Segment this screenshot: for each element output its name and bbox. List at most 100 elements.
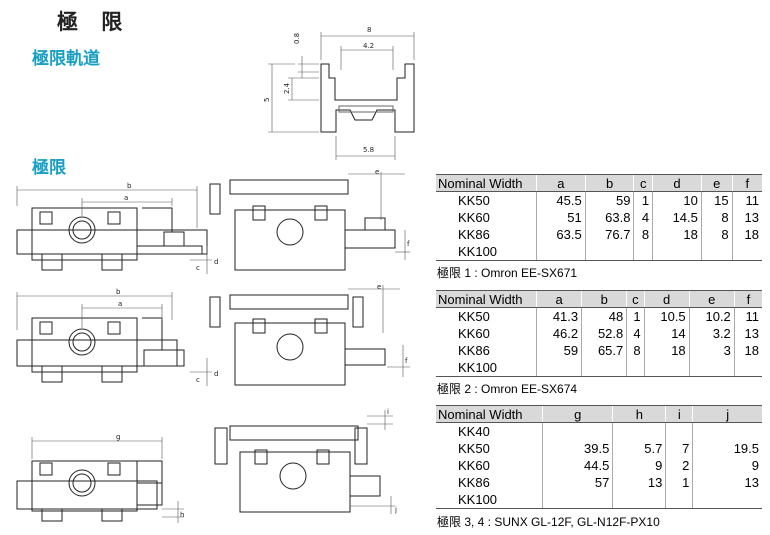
rail-dim-bottom: 5.8 <box>363 146 374 154</box>
table-header: d <box>652 174 702 192</box>
table-header: c <box>626 290 645 308</box>
limit3-end-drawing: i j <box>214 408 397 514</box>
rail-dim-depth: 0.8 <box>293 33 301 44</box>
table-cell: 11 <box>731 191 762 209</box>
rail-dim-slot: 2.4 <box>283 82 291 94</box>
table-cell: 48 <box>581 307 627 325</box>
table-cell <box>536 243 586 261</box>
table-cell: 2 <box>665 457 693 474</box>
table-row: KK50 41.3 48 1 10.5 10.2 11 <box>436 307 762 325</box>
limit2-table: Nominal Width a b c d e f KK50 41.3 48 1… <box>436 290 762 377</box>
table-cell: 8 <box>700 226 733 243</box>
table-row: KK60 46.2 52.8 4 14 3.2 13 <box>436 325 762 342</box>
table-header: b <box>584 174 634 192</box>
table-cell: 1 <box>633 191 653 209</box>
table-cell <box>626 359 645 377</box>
table-cell: 5.7 <box>612 440 666 457</box>
dim-label-h: h <box>180 511 184 519</box>
limit3-table: Nominal Width g h i j KK40 KK50 39.5 5.7… <box>436 405 762 509</box>
table-cell <box>612 491 666 509</box>
table-row: KK60 51 63.8 4 14.5 8 13 <box>436 209 762 226</box>
table-cell: KK50 <box>458 193 490 208</box>
dim-label-b: b <box>127 182 132 190</box>
dim-label-a2: a <box>118 300 122 308</box>
table-cell: 14.5 <box>652 209 702 226</box>
table-header: f <box>731 174 762 192</box>
table-cell: 52.8 <box>581 325 627 342</box>
table-cell: 13 <box>733 325 762 342</box>
table-cell <box>665 422 693 440</box>
table-cell <box>541 422 613 440</box>
table-cell: 63.8 <box>584 209 634 226</box>
table-cell: 45.5 <box>536 191 586 209</box>
table-cell <box>733 359 762 377</box>
dim-label-f: f <box>407 240 410 248</box>
table-header: e <box>688 290 735 308</box>
table-cell: KK100 <box>436 359 537 377</box>
table-header: i <box>665 405 693 423</box>
table-row: KK86 57 13 1 13 <box>436 474 762 491</box>
rail-heading: 極限軌道 <box>32 49 100 69</box>
table-cell <box>612 422 666 440</box>
table-cell: 7 <box>665 440 693 457</box>
table-header: d <box>643 290 690 308</box>
table-cell: KK100 <box>436 491 543 509</box>
table-row: KK86 59 65.7 8 18 3 18 <box>436 342 762 359</box>
dim-label-e2: e <box>377 283 381 291</box>
table-cell: 8 <box>700 209 733 226</box>
table-cell: 41.3 <box>535 307 582 325</box>
table-cell: KK60 <box>458 326 490 341</box>
table-header: Nominal Width <box>436 290 537 308</box>
table-row: KK50 45.5 59 1 10 15 11 <box>436 191 762 209</box>
table-cell <box>643 359 690 377</box>
table-cell: 18 <box>643 342 690 359</box>
table-cell: 13 <box>692 474 762 491</box>
table-cell: KK86 <box>458 475 490 490</box>
table-cell <box>700 243 733 261</box>
table-cell: KK60 <box>458 210 490 225</box>
table-cell: 4 <box>626 325 645 342</box>
table-header-row: Nominal Width g h i j <box>436 405 762 423</box>
table-cell: KK50 <box>458 441 490 456</box>
limit1-side-drawing: b a c d <box>16 182 218 274</box>
table-cell <box>692 491 762 509</box>
dim-label-a: a <box>124 194 128 202</box>
table-cell: 44.5 <box>541 457 613 474</box>
table-row: KK100 <box>436 243 762 261</box>
table-cell: 51 <box>536 209 586 226</box>
dim-label-d2: d <box>214 370 218 378</box>
table-cell: 3 <box>688 342 735 359</box>
limit1-end-drawing: e f <box>209 168 410 271</box>
table-cell: 9 <box>692 457 762 474</box>
table-cell: 10.2 <box>688 307 735 325</box>
table-header-row: Nominal Width a b c d e f <box>436 174 762 192</box>
table-cell <box>541 491 613 509</box>
table-cell: 15 <box>700 191 733 209</box>
table-cell: KK86 <box>458 343 490 358</box>
table-header: j <box>692 405 762 423</box>
table-cell: 65.7 <box>581 342 627 359</box>
table-cell: 4 <box>633 209 653 226</box>
rail-profile-drawing: 8 4.2 0.8 5 2.4 5.8 <box>263 26 415 160</box>
table-cell: 39.5 <box>541 440 613 457</box>
dim-label-j: j <box>394 506 397 514</box>
table-cell <box>665 491 693 509</box>
table-row: KK50 39.5 5.7 7 19.5 <box>436 440 762 457</box>
rail-dim-height: 5 <box>263 98 271 102</box>
table-row: KK100 <box>436 491 762 509</box>
table-header: b <box>581 290 627 308</box>
limit3-caption: 極限 3, 4 : SUNX GL-12F, GL-N12F-PX10 <box>437 515 660 529</box>
rail-dim-inner: 4.2 <box>363 42 374 50</box>
table-cell: 8 <box>633 226 653 243</box>
limit2-end-drawing: e f <box>209 283 410 386</box>
table-cell: 13 <box>612 474 666 491</box>
table-header: h <box>612 405 666 423</box>
table-cell: 10.5 <box>643 307 690 325</box>
limit1-table: Nominal Width a b c d e f KK50 45.5 59 1… <box>436 174 762 261</box>
table-cell: 13 <box>731 209 762 226</box>
table-cell: 1 <box>665 474 693 491</box>
limit1-caption: 極限 1 : Omron EE-SX671 <box>437 266 578 280</box>
table-cell: 46.2 <box>535 325 582 342</box>
dim-label-g: g <box>116 433 120 441</box>
table-cell: 10 <box>652 191 702 209</box>
